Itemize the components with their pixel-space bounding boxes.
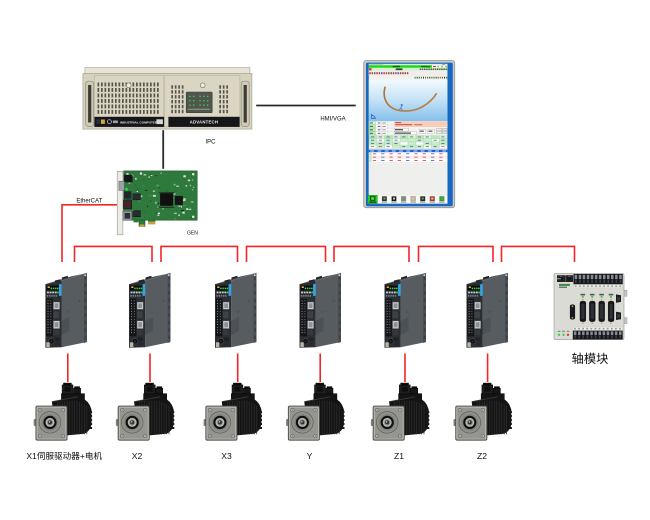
svg-text:ADVANTECH: ADVANTECH bbox=[190, 120, 218, 125]
svg-text:X1: X1 bbox=[26, 451, 37, 461]
svg-text:+: + bbox=[80, 451, 85, 461]
svg-text:IPC: IPC bbox=[205, 139, 216, 145]
svg-text:INDUSTRIAL COMPUTER: INDUSTRIAL COMPUTER bbox=[120, 120, 158, 124]
svg-text:Z1: Z1 bbox=[394, 451, 404, 461]
svg-text:Z2: Z2 bbox=[477, 451, 487, 461]
svg-text:Y: Y bbox=[307, 451, 313, 461]
svg-text:X3: X3 bbox=[221, 451, 232, 461]
svg-text:HMI/VGA: HMI/VGA bbox=[320, 116, 345, 122]
svg-text:X2: X2 bbox=[132, 451, 143, 461]
svg-text:GEN: GEN bbox=[187, 230, 198, 236]
svg-text:EtherCAT: EtherCAT bbox=[76, 198, 102, 204]
